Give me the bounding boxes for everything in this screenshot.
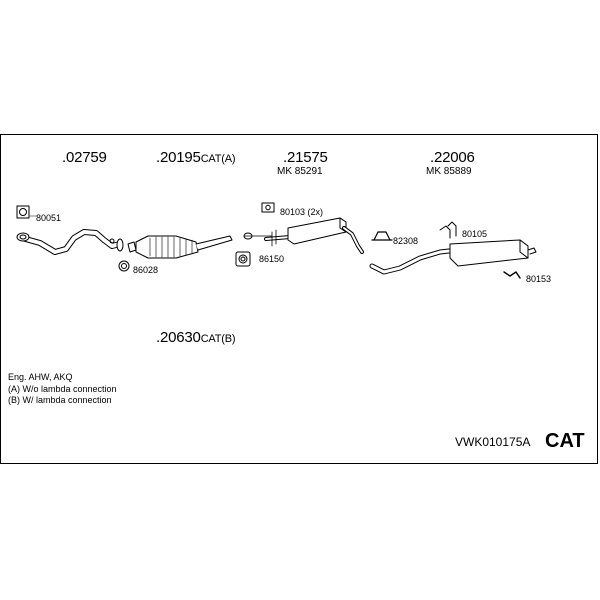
ring-86028-icon bbox=[118, 260, 130, 272]
part-80051-label: 80051 bbox=[36, 213, 62, 223]
notes: Eng. AHW, AKQ (A) W/o lambda connection … bbox=[8, 372, 117, 407]
part-80103-label: 80103 (2x) bbox=[280, 207, 324, 217]
part-82308-label: 82308 bbox=[393, 236, 419, 246]
reference-code: VWK010175A bbox=[455, 435, 531, 449]
gasket-80051-icon bbox=[16, 205, 37, 219]
group-21575-sub: MK 85291 bbox=[277, 166, 323, 177]
diagram-frame bbox=[0, 134, 598, 464]
part-80153-label: 80153 bbox=[526, 274, 552, 284]
part-80105-label: 80105 bbox=[462, 229, 488, 239]
group-22006-sub: MK 85889 bbox=[426, 166, 472, 177]
part-86028-label: 86028 bbox=[133, 265, 159, 275]
category-label: CAT bbox=[545, 430, 585, 452]
note-a: (A) W/o lambda connection bbox=[8, 383, 117, 394]
group-21575-label: .21575 bbox=[283, 149, 328, 166]
group-22006-label: .22006 bbox=[430, 149, 475, 166]
clamp-82308-icon bbox=[371, 231, 393, 241]
hanger-80105-icon bbox=[439, 221, 457, 239]
middle-silencer-icon bbox=[264, 217, 364, 254]
engine-note: Eng. AHW, AKQ bbox=[8, 372, 73, 382]
group-02759-label: .02759 bbox=[62, 149, 107, 166]
hanger-80103-icon bbox=[261, 202, 275, 213]
note-b: (B) W/ lambda connection bbox=[8, 395, 112, 405]
clamp-icon bbox=[243, 232, 273, 240]
front-pipe-icon bbox=[16, 229, 124, 255]
rear-silencer-icon bbox=[369, 239, 537, 275]
part-86150-label: 86150 bbox=[259, 254, 285, 264]
clamp-86150-icon bbox=[235, 251, 251, 267]
bracket-80153-icon bbox=[503, 271, 521, 279]
catalytic-converter-icon bbox=[127, 235, 233, 259]
group-20195-label: .20195CAT(A) bbox=[156, 149, 236, 166]
group-20630-label: .20630CAT(B) bbox=[156, 329, 236, 346]
